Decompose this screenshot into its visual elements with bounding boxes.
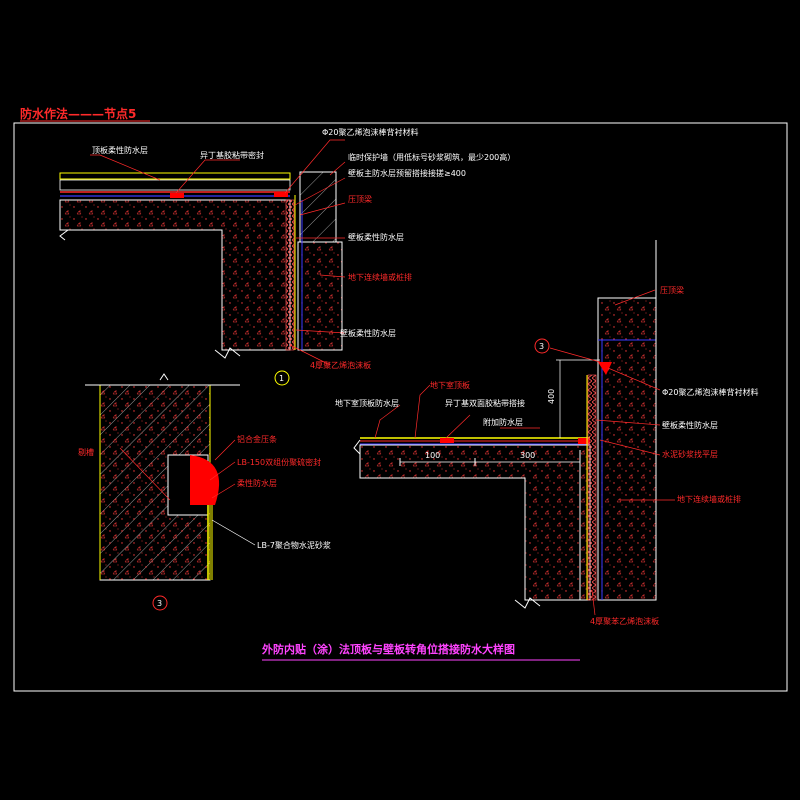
- d1-roof-coating: 顶板柔性防水层: [92, 145, 148, 155]
- d1-pe-foam-top: Φ20聚乙烯泡沫棒背衬材料: [322, 127, 418, 137]
- d3-wall-coating: 壁板柔性防水层: [662, 420, 718, 430]
- header-title: 防水作法———节点5: [20, 106, 136, 121]
- d3-butyl-double: 异丁基双面胶粘带搭接: [445, 398, 525, 408]
- drawing-frame: [13, 122, 788, 692]
- d1-cap-beam: 压顶梁: [348, 195, 372, 204]
- d3-dim-400: 400: [547, 389, 556, 404]
- d2-marker: 3: [157, 599, 162, 608]
- d3-cap-beam: 压顶梁: [660, 286, 684, 295]
- d2-mortar: LB-7聚合物水泥砂浆: [257, 540, 331, 550]
- d3-roof-waterproof: 地下室顶板防水层: [335, 398, 399, 408]
- d1-wall-coating-2: 壁板柔性防水层: [340, 328, 396, 338]
- d3-pe-foam-rod: Φ20聚乙烯泡沫棒背衬材料: [662, 387, 758, 397]
- d3-diaphragm: 地下连续墙或桩排: [677, 494, 741, 504]
- d3-dim-300: 300: [520, 451, 535, 460]
- d1-wall-coating: 壁板柔性防水层: [348, 232, 404, 242]
- d3-dim-100: 100: [425, 451, 440, 460]
- d2-flexible: 柔性防水层: [237, 478, 277, 488]
- detail-3: 400 100 300 压顶梁 地下室顶板 地下室顶板防水层 异丁基双面胶粘带搭…: [335, 240, 758, 626]
- detail-2: 剔槽 铝合金压条 LB-150双组份聚硫密封 柔性防水层 LB-7聚合物水泥砂浆…: [78, 373, 331, 611]
- d2-groove: 剔槽: [78, 447, 94, 457]
- d1-diaphragm: 地下连续墙或桩排: [348, 272, 412, 282]
- d2-waterstop: 铝合金压条: [237, 434, 277, 444]
- d1-marker: 1: [279, 374, 284, 383]
- d2-sealant: LB-150双组份聚硫密封: [237, 457, 321, 467]
- detail-1: 顶板柔性防水层 异丁基胶粘带密封 Φ20聚乙烯泡沫棒背衬材料 临时保护墙（用低标…: [59, 127, 515, 386]
- d1-temp-wall: 临时保护墙（用低标号砂浆砌筑，最少200高）: [348, 152, 515, 162]
- d3-marker: 3: [539, 342, 544, 351]
- d3-roof-slab: 地下室顶板: [430, 380, 470, 390]
- d3-extra-layer: 附加防水层: [483, 417, 523, 427]
- d1-wall-overlap: 壁板主防水层预留搭接接搓≥400: [348, 168, 466, 178]
- d1-pe-foam-board: 4厚聚乙烯泡沫板: [310, 360, 371, 370]
- d3-mortar-level: 水泥砂浆找平层: [662, 449, 718, 459]
- d1-butyl-seal: 异丁基胶粘带密封: [200, 150, 264, 160]
- d3-pe-foam-board: 4厚聚苯乙烯泡沫板: [590, 616, 659, 626]
- footer-caption: 外防内贴（涂）法顶板与壁板转角位搭接防水大样图: [261, 642, 515, 656]
